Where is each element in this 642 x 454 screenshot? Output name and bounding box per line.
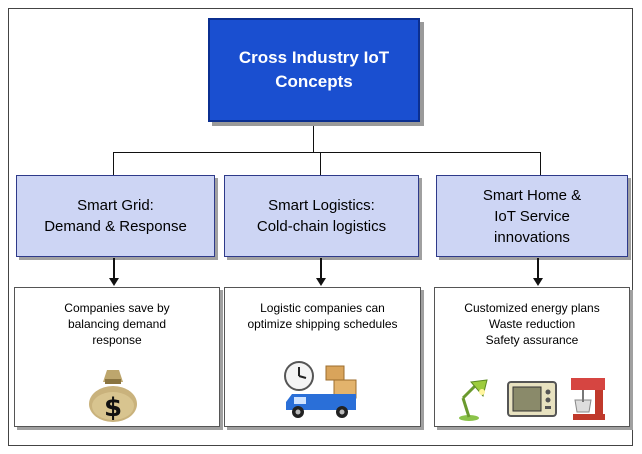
detail-line: balancing demand — [67, 317, 167, 331]
delivery-truck-clock-icon — [284, 361, 357, 418]
root-title-line1: Cross Industry IoT — [238, 48, 390, 67]
category-smart-home: Smart Home & IoT Service innovations — [436, 175, 628, 257]
arrow-head-left — [109, 278, 119, 286]
svg-text:$: $ — [104, 393, 122, 423]
branch-left — [113, 152, 114, 175]
detail-line: Waste reduction — [488, 317, 576, 331]
arrow-shaft-middle — [320, 258, 322, 278]
microwave-icon — [507, 381, 557, 417]
root-node: Cross Industry IoT Concepts — [208, 18, 420, 122]
desk-lamp-icon — [459, 379, 488, 421]
detail-line: Customized energy plans — [464, 301, 600, 315]
detail-box-smart-logistics: Logistic companies can optimize shipping… — [224, 287, 421, 427]
category-label-line3: innovations — [494, 228, 570, 246]
detail-text: Companies save by balancing demand respo… — [15, 300, 219, 348]
arrow-shaft-left — [113, 258, 115, 278]
detail-box-smart-home: Customized energy plans Waste reduction … — [434, 287, 630, 427]
category-label-line2: Cold-chain logistics — [256, 218, 387, 235]
stand-mixer-icon — [571, 378, 605, 420]
arrow-head-middle — [316, 278, 326, 286]
detail-box-smart-grid: Companies save by balancing demand respo… — [14, 287, 220, 427]
detail-text: Customized energy plans Waste reduction … — [435, 300, 629, 348]
category-label-line1: Smart Grid: — [77, 197, 154, 214]
detail-text: Logistic companies can optimize shipping… — [225, 300, 420, 332]
detail-line: Logistic companies can — [260, 301, 385, 315]
branch-bar — [113, 152, 541, 153]
detail-line: response — [92, 333, 142, 347]
money-bag-icon: $ — [89, 370, 137, 423]
detail-line: Companies save by — [64, 301, 170, 315]
category-label-line1: Smart Home & — [482, 186, 582, 204]
arrow-head-right — [533, 278, 543, 286]
root-title-line2: Concepts — [275, 72, 353, 91]
category-smart-logistics: Smart Logistics: Cold-chain logistics — [224, 175, 419, 257]
detail-line: Safety assurance — [485, 333, 579, 347]
branch-right — [540, 152, 541, 175]
category-label-line2: IoT Service — [494, 207, 570, 225]
branch-middle — [320, 152, 321, 175]
detail-line: optimize shipping schedules — [247, 317, 398, 331]
arrow-shaft-right — [537, 258, 539, 278]
category-label-line2: Demand & Response — [44, 218, 187, 235]
category-smart-grid: Smart Grid: Demand & Response — [16, 175, 215, 257]
category-label-line1: Smart Logistics: — [268, 197, 375, 214]
root-stem — [313, 122, 314, 152]
